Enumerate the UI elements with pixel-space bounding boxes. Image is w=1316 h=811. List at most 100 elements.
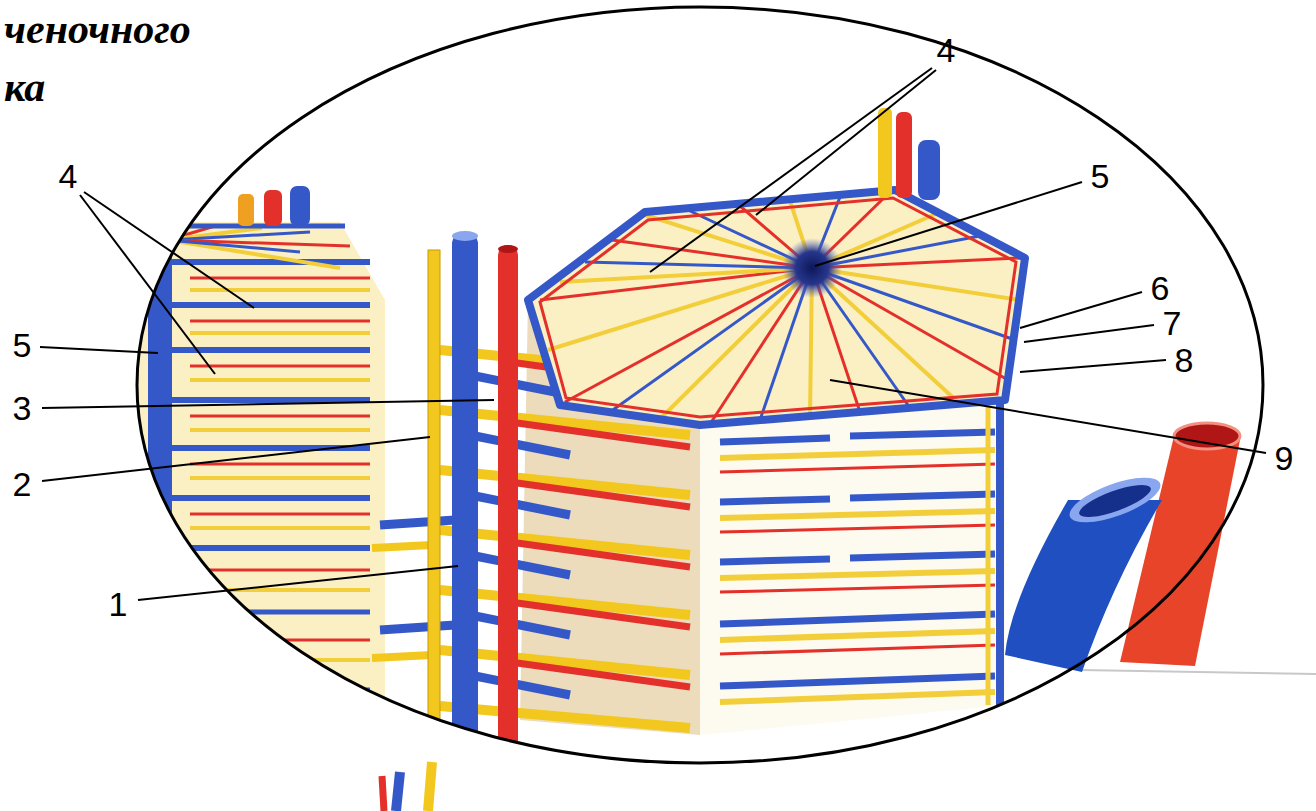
- side-face-branches: [720, 400, 1000, 705]
- bile-branch: [720, 450, 995, 458]
- vein-opening-rim: [1064, 469, 1165, 532]
- bile-branch: [150, 658, 370, 662]
- artery-branch: [150, 639, 370, 642]
- callout-number: 5: [1091, 158, 1110, 194]
- artery-branch: [510, 662, 690, 687]
- leader-line: [84, 192, 254, 308]
- bile-branch: [190, 331, 370, 335]
- leader-line: [756, 70, 936, 215]
- sinusoid: [812, 258, 1020, 268]
- vein-branch: [720, 559, 830, 562]
- vein-branch: [850, 554, 995, 558]
- leader-line: [138, 566, 458, 600]
- leader-line: [650, 68, 932, 272]
- bile-branch: [720, 511, 995, 518]
- bile-duct: [238, 194, 254, 226]
- artery-branch: [190, 320, 370, 323]
- vein-wall: [1005, 500, 1162, 672]
- lobule-border: [168, 224, 345, 229]
- artery: [382, 776, 384, 811]
- artery-branch: [190, 277, 370, 280]
- callout-number: 5: [13, 327, 32, 363]
- sinusoids: [540, 192, 1020, 424]
- artery-branch: [190, 415, 370, 418]
- artery-branch: [510, 602, 690, 627]
- leader-line: [830, 380, 1266, 453]
- vein-branch: [720, 499, 830, 502]
- vein-branch: [850, 432, 995, 436]
- left-lobule-fan: [168, 226, 350, 268]
- vein-tube: [1005, 469, 1166, 672]
- bile-branch: [720, 571, 995, 578]
- bile-duct: [878, 108, 892, 198]
- perilobular-artery: [540, 198, 1016, 417]
- sinusoid: [548, 268, 812, 350]
- callout-number: 1: [109, 586, 128, 622]
- artery-opening: [498, 245, 518, 253]
- artery-branch: [720, 645, 995, 654]
- vein: [396, 772, 400, 811]
- artery-branch: [720, 585, 995, 592]
- leader-line: [1020, 360, 1166, 372]
- leader-lines: [40, 68, 1266, 600]
- vein-branch: [168, 545, 370, 551]
- vein-opening: [452, 231, 478, 241]
- vein-branch: [470, 555, 570, 575]
- artery-branch: [190, 463, 370, 466]
- callout-number: 2: [13, 466, 32, 502]
- leader-line: [1020, 292, 1142, 328]
- interlobular-artery: [498, 245, 518, 790]
- callout-number: 8: [1175, 342, 1194, 378]
- bile-branch: [720, 631, 995, 640]
- artery-branch: [720, 464, 995, 472]
- artery-branch: [150, 569, 370, 572]
- lobule-top-face: [528, 190, 1025, 425]
- central-vein: [782, 238, 842, 298]
- callout-number: 4: [937, 32, 956, 68]
- vein-edge: [996, 400, 1004, 705]
- artery-opening: [1174, 423, 1240, 449]
- leader-line: [815, 182, 1082, 266]
- vein-branch: [168, 495, 370, 501]
- interlobular-bile-duct: [428, 250, 440, 790]
- sinusoid: [168, 232, 310, 240]
- vein-branch: [380, 520, 455, 525]
- artery-branch: [510, 542, 690, 567]
- perilobular-vein: [528, 190, 1025, 425]
- bile-branch: [190, 288, 370, 292]
- bile-branch: [150, 588, 370, 592]
- bile-branch: [190, 526, 370, 530]
- sinusoid: [812, 268, 1008, 380]
- bile-branch: [190, 428, 370, 432]
- vein-branch: [720, 614, 995, 624]
- vein-branch: [470, 435, 570, 455]
- artery-branch: [720, 525, 995, 532]
- callout-number: 9: [1275, 440, 1294, 476]
- sinusoid: [610, 268, 812, 412]
- ground-line: [1080, 670, 1316, 674]
- callout-number: 4: [59, 158, 78, 194]
- callout-number: 3: [13, 390, 32, 426]
- artery-branch: [510, 482, 690, 507]
- vein-branch: [470, 615, 570, 635]
- magnified-view: [135, 108, 1025, 792]
- bile-branch: [372, 545, 432, 548]
- artery-wall: [1120, 432, 1240, 666]
- artery-branch: [150, 711, 370, 714]
- artery-tube: [1120, 423, 1240, 666]
- vein-branch: [168, 259, 370, 265]
- bile-edge: [986, 402, 991, 705]
- leader-line: [42, 437, 430, 481]
- vein-branch: [720, 676, 995, 686]
- artery-branch: [190, 365, 370, 368]
- left-lobule-branches: [150, 262, 370, 712]
- vein-opening: [1076, 479, 1154, 524]
- title-text: ченочного ка: [4, 0, 191, 116]
- bile-branch: [720, 692, 995, 702]
- vein: [290, 186, 310, 226]
- hepatocyte-field: [135, 222, 385, 730]
- leader-line: [1024, 325, 1154, 342]
